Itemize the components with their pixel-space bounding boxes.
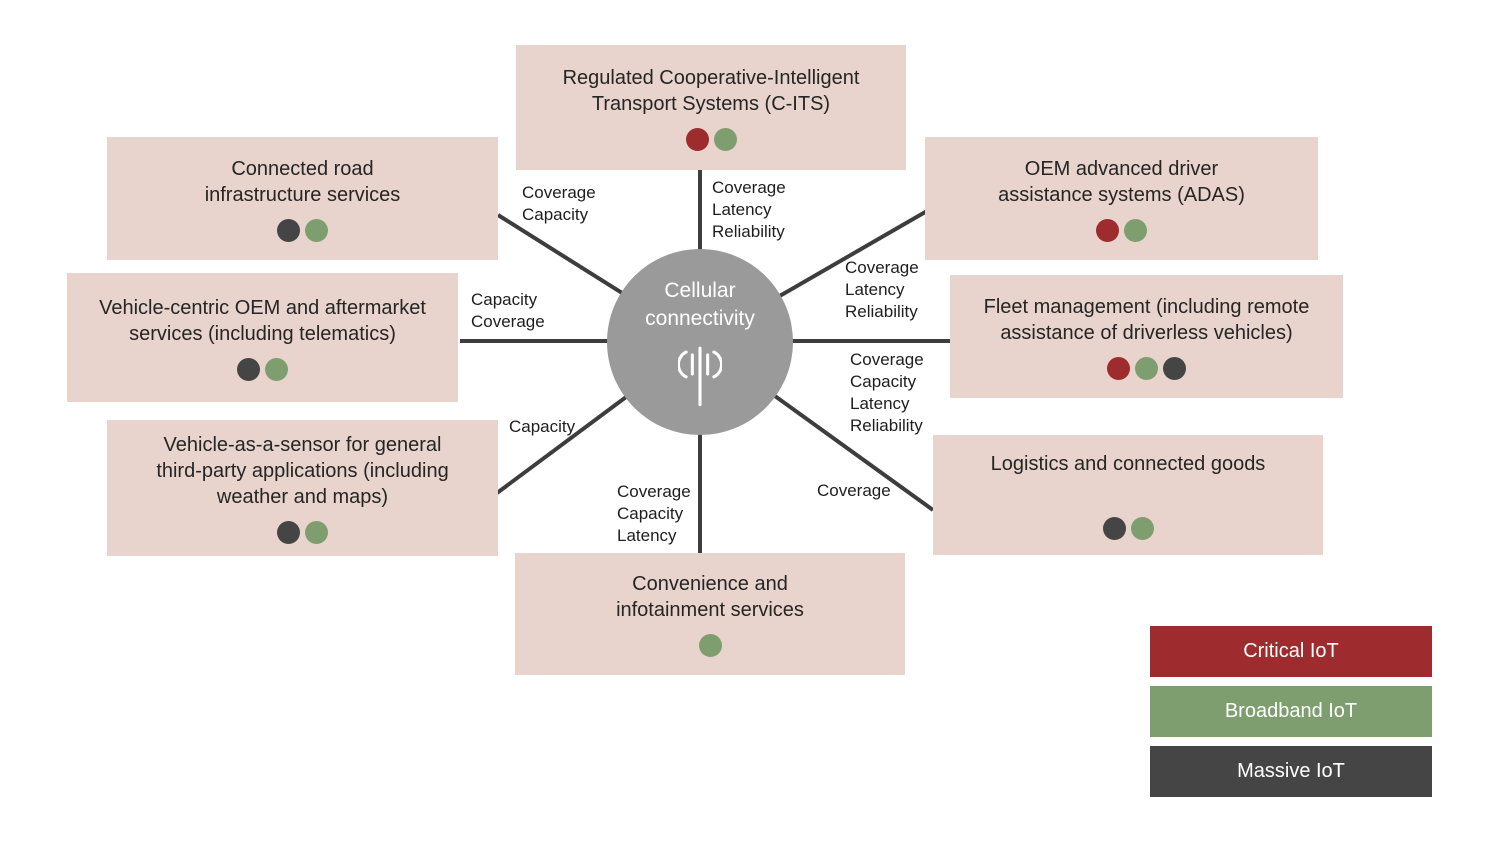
requirement-line: Coverage bbox=[850, 350, 924, 369]
node-logistics-label: Logistics and connected goods bbox=[991, 451, 1266, 477]
massive-iot-dot bbox=[1163, 356, 1186, 380]
requirement-line: Reliability bbox=[712, 222, 785, 241]
node-fleet-management-dots bbox=[1107, 356, 1186, 380]
legend-broadband-iot: Broadband IoT bbox=[1150, 686, 1432, 737]
legend-critical-iot-label: Critical IoT bbox=[1243, 640, 1339, 662]
massive-iot-dot bbox=[277, 521, 300, 544]
node-c-its-label: Regulated Cooperative-Intelligent Transp… bbox=[563, 65, 860, 117]
node-vehicle-centric-oem: Vehicle-centric OEM and aftermarket serv… bbox=[67, 273, 458, 402]
requirement-line: Latency bbox=[845, 280, 905, 299]
requirement-line: Coverage bbox=[817, 481, 891, 500]
requirement-line: Capacity bbox=[522, 205, 589, 224]
title-line: infrastructure services bbox=[204, 183, 401, 206]
title-line: weather and maps) bbox=[216, 486, 389, 508]
legend-broadband-iot-label: Broadband IoT bbox=[1224, 700, 1358, 722]
hub-label: Cellular connectivity bbox=[645, 279, 755, 330]
antenna-icon bbox=[678, 346, 722, 407]
legend-massive-iot-label: Massive IoT bbox=[1237, 760, 1345, 782]
node-fleet-management: Fleet management (including remote assis… bbox=[950, 275, 1343, 398]
requirement-line: Reliability bbox=[845, 302, 918, 321]
node-logistics: Logistics and connected goods bbox=[933, 435, 1323, 555]
title-line: assistance systems (ADAS) bbox=[998, 183, 1245, 206]
requirements-adas: Coverage Latency Reliability bbox=[845, 257, 919, 323]
requirements-vehicle-as-a-sensor: Capacity bbox=[509, 416, 575, 438]
legend-massive-iot: Massive IoT bbox=[1150, 746, 1432, 797]
title-line: OEM advanced driver bbox=[1024, 157, 1219, 180]
requirements-logistics: Coverage bbox=[817, 480, 891, 502]
massive-iot-dot bbox=[1102, 516, 1126, 540]
broadband-iot-dot bbox=[265, 357, 288, 381]
title-line: Transport Systems (C-ITS) bbox=[591, 92, 831, 115]
requirements-vehicle-centric-oem: Capacity Coverage bbox=[471, 289, 545, 333]
requirements-connected-road: Coverage Capacity bbox=[522, 182, 596, 226]
title-line: Logistics and connected goods bbox=[990, 452, 1266, 475]
node-adas-label: OEM advanced driver assistance systems (… bbox=[998, 156, 1245, 208]
legend: Critical IoT Broadband IoT Massive IoT bbox=[1150, 626, 1432, 797]
requirement-line: Latency bbox=[850, 394, 910, 413]
title-line: Vehicle-centric OEM and aftermarket bbox=[99, 296, 426, 319]
title-line: Vehicle-as-a-sensor for general bbox=[163, 434, 442, 456]
node-convenience-label: Convenience and infotainment services bbox=[616, 571, 804, 623]
requirement-line: Coverage bbox=[522, 183, 596, 202]
requirement-line: Capacity bbox=[850, 372, 917, 391]
node-fleet-management-label: Fleet management (including remote assis… bbox=[984, 294, 1310, 346]
node-convenience-dots bbox=[698, 634, 722, 657]
requirement-line: Coverage bbox=[845, 258, 919, 277]
broadband-iot-dot bbox=[1135, 356, 1158, 380]
massive-iot-dot bbox=[237, 357, 260, 381]
massive-iot-dot bbox=[277, 218, 300, 242]
critical-iot-dot bbox=[1107, 356, 1130, 380]
critical-iot-dot bbox=[685, 127, 709, 151]
title-line: infotainment services bbox=[616, 599, 804, 621]
requirement-line: Reliability bbox=[850, 416, 923, 435]
requirements-c-its: Coverage Latency Reliability bbox=[712, 177, 786, 243]
title-line: Regulated Cooperative-Intelligent bbox=[562, 66, 860, 89]
node-connected-road-label: Connected road infrastructure services bbox=[205, 156, 401, 208]
legend-critical-iot: Critical IoT bbox=[1150, 626, 1432, 677]
title-line: Fleet management (including remote bbox=[983, 295, 1310, 318]
hub-cellular-connectivity: Cellular connectivity bbox=[607, 249, 793, 435]
title-line: Connected road bbox=[231, 157, 374, 180]
title-line: Convenience and bbox=[632, 573, 788, 595]
node-vehicle-as-a-sensor-dots bbox=[277, 521, 328, 544]
broadband-iot-dot bbox=[1130, 516, 1154, 540]
node-connected-road: Connected road infrastructure services bbox=[107, 137, 498, 260]
title-line: services (including telematics) bbox=[129, 322, 396, 345]
node-logistics-dots bbox=[1102, 516, 1154, 540]
node-connected-road-dots bbox=[277, 218, 328, 242]
requirements-fleet-management: Coverage Capacity Latency Reliability bbox=[850, 349, 924, 437]
requirement-line: Latency bbox=[712, 200, 772, 219]
requirement-line: Coverage bbox=[712, 178, 786, 197]
requirement-line: Capacity bbox=[509, 417, 576, 436]
node-convenience: Convenience and infotainment services bbox=[515, 553, 905, 675]
node-vehicle-as-a-sensor-label: Vehicle-as-a-sensor for general third-pa… bbox=[156, 432, 448, 510]
title-line: assistance of driverless vehicles) bbox=[1000, 321, 1293, 344]
broadband-iot-dot bbox=[698, 634, 722, 657]
requirement-line: Coverage bbox=[617, 482, 691, 501]
requirement-line: Coverage bbox=[471, 312, 545, 331]
broadband-iot-dot bbox=[1124, 218, 1147, 242]
node-vehicle-centric-oem-label: Vehicle-centric OEM and aftermarket serv… bbox=[99, 295, 426, 347]
requirement-line: Capacity bbox=[617, 504, 684, 523]
node-adas: OEM advanced driver assistance systems (… bbox=[925, 137, 1318, 260]
requirement-line: Capacity bbox=[471, 290, 538, 309]
title-line: third-party applications (including bbox=[156, 460, 449, 482]
node-vehicle-as-a-sensor: Vehicle-as-a-sensor for general third-pa… bbox=[107, 420, 498, 556]
requirement-line: Latency bbox=[617, 526, 677, 545]
requirements-convenience: Coverage Capacity Latency bbox=[617, 481, 691, 547]
node-vehicle-centric-oem-dots bbox=[237, 357, 288, 381]
broadband-iot-dot bbox=[305, 218, 328, 242]
broadband-iot-dot bbox=[305, 521, 328, 544]
critical-iot-dot bbox=[1096, 218, 1119, 242]
node-c-its: Regulated Cooperative-Intelligent Transp… bbox=[516, 45, 906, 170]
node-adas-dots bbox=[1096, 218, 1147, 242]
broadband-iot-dot bbox=[713, 127, 737, 151]
node-c-its-dots bbox=[685, 127, 737, 151]
